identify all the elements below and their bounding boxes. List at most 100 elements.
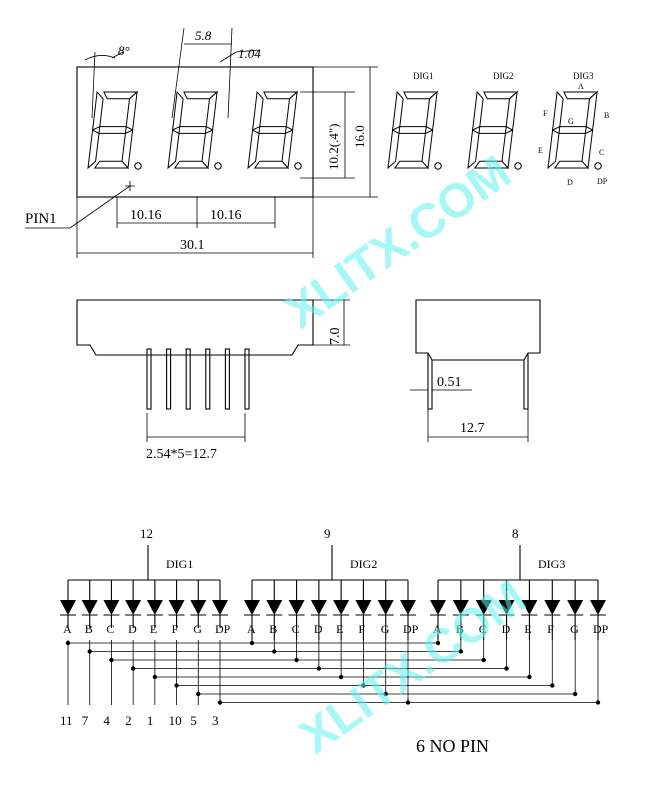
top-digit-3 [247, 90, 302, 170]
segment-label: G [193, 622, 202, 636]
decimal-point [294, 162, 302, 170]
dim-1-04: 1.04 [238, 46, 261, 61]
end-body [415, 299, 541, 361]
pin-spacing: 2.54*5=12.7 [146, 447, 217, 462]
segment-label: E [524, 622, 531, 636]
segment-e [247, 129, 260, 170]
side-pin [224, 348, 230, 410]
dim-height: 10.2(.4") [326, 124, 341, 170]
segment-f [251, 90, 264, 131]
side-view: 7.0 2.54*5=12.7 [76, 299, 350, 462]
led-diode [81, 600, 98, 615]
led-diode [288, 600, 305, 615]
segment-label: F [172, 622, 179, 636]
led-diode [377, 600, 394, 615]
end-view: 0.51 12.7 [410, 299, 541, 442]
seg-letter-b: B [604, 111, 609, 120]
segment-pin-label: 1 [147, 713, 154, 728]
top-digits [87, 90, 302, 170]
end-pins [427, 353, 529, 410]
segment-g [178, 126, 207, 134]
segment-label: F [358, 622, 365, 636]
segment-digits [387, 90, 602, 170]
segment-label: D [128, 622, 137, 636]
segment-e [87, 129, 100, 170]
segment-e [467, 129, 480, 170]
side-height: 7.0 [328, 328, 343, 346]
segment-pin-label: 4 [103, 713, 110, 728]
segment-f [91, 90, 104, 131]
segment-label: B [85, 622, 93, 636]
no-pin-note: 6 NO PIN [416, 736, 489, 756]
segment-label: DP [593, 622, 609, 636]
led-diode [355, 600, 372, 615]
side-pin [205, 348, 211, 410]
segment-label: D [314, 622, 323, 636]
segment-f [391, 90, 404, 131]
seg-digit-1 [387, 90, 442, 170]
led-diode [266, 600, 283, 615]
top-digit-2 [167, 90, 222, 170]
segment-label: B [269, 622, 277, 636]
segment-label: G [381, 622, 390, 636]
common-pin-label: 8 [512, 526, 519, 541]
side-pin [244, 348, 250, 410]
width-dim: 30.1 [180, 238, 205, 253]
segment-d [173, 160, 210, 169]
dim-angle: 8° [118, 43, 130, 58]
segment-label: DP [403, 622, 419, 636]
segment-label: A [63, 622, 72, 636]
segment-label: E [336, 622, 343, 636]
common-pin-label: 9 [324, 526, 331, 541]
segment-e [167, 129, 180, 170]
segment-label: DP [215, 622, 231, 636]
seg-dig3-label: DIG3 [573, 71, 594, 81]
led-diode [452, 600, 469, 615]
segment-label: B [456, 622, 464, 636]
led-diode [244, 600, 260, 615]
segment-f [551, 90, 564, 131]
seg-letter-f: F [543, 109, 548, 118]
display-body-outline [76, 66, 314, 198]
segment-g [478, 126, 507, 134]
end-pin-width: 0.51 [437, 375, 462, 390]
led-diode [125, 600, 142, 615]
led-diode [521, 600, 538, 615]
segment-e [387, 129, 400, 170]
segment-label: E [150, 622, 157, 636]
segment-d [393, 160, 430, 169]
seg-letter-a: A [578, 82, 584, 91]
segment-label: A [247, 622, 256, 636]
end-row-spacing: 12.7 [460, 421, 485, 436]
seg-letter-c: C [599, 148, 604, 157]
segment-f [171, 90, 184, 131]
segment-label: G [570, 622, 579, 636]
led-diode [567, 600, 584, 615]
side-pin [146, 348, 152, 410]
segment-d [93, 160, 130, 169]
segment-label: C [106, 622, 114, 636]
seg-digit-3 [547, 90, 602, 170]
dim-16: 16.0 [352, 125, 367, 148]
seg-digit-2 [467, 90, 522, 170]
watermark-lower: XLITX.COM [291, 571, 535, 764]
seg-letter-dp: DP [597, 177, 608, 186]
seg-dig1-label: DIG1 [413, 71, 434, 81]
digit-name: DIG3 [538, 557, 565, 571]
led-diode [544, 600, 561, 615]
segment-e [547, 129, 560, 170]
dim-5-8: 5.8 [195, 28, 212, 43]
side-pin [185, 348, 191, 410]
led-diode [333, 600, 350, 615]
segment-label: C [479, 622, 487, 636]
side-pins [146, 348, 250, 410]
segment-f [471, 90, 484, 131]
segment-g [398, 126, 427, 134]
led-diode [400, 600, 416, 615]
